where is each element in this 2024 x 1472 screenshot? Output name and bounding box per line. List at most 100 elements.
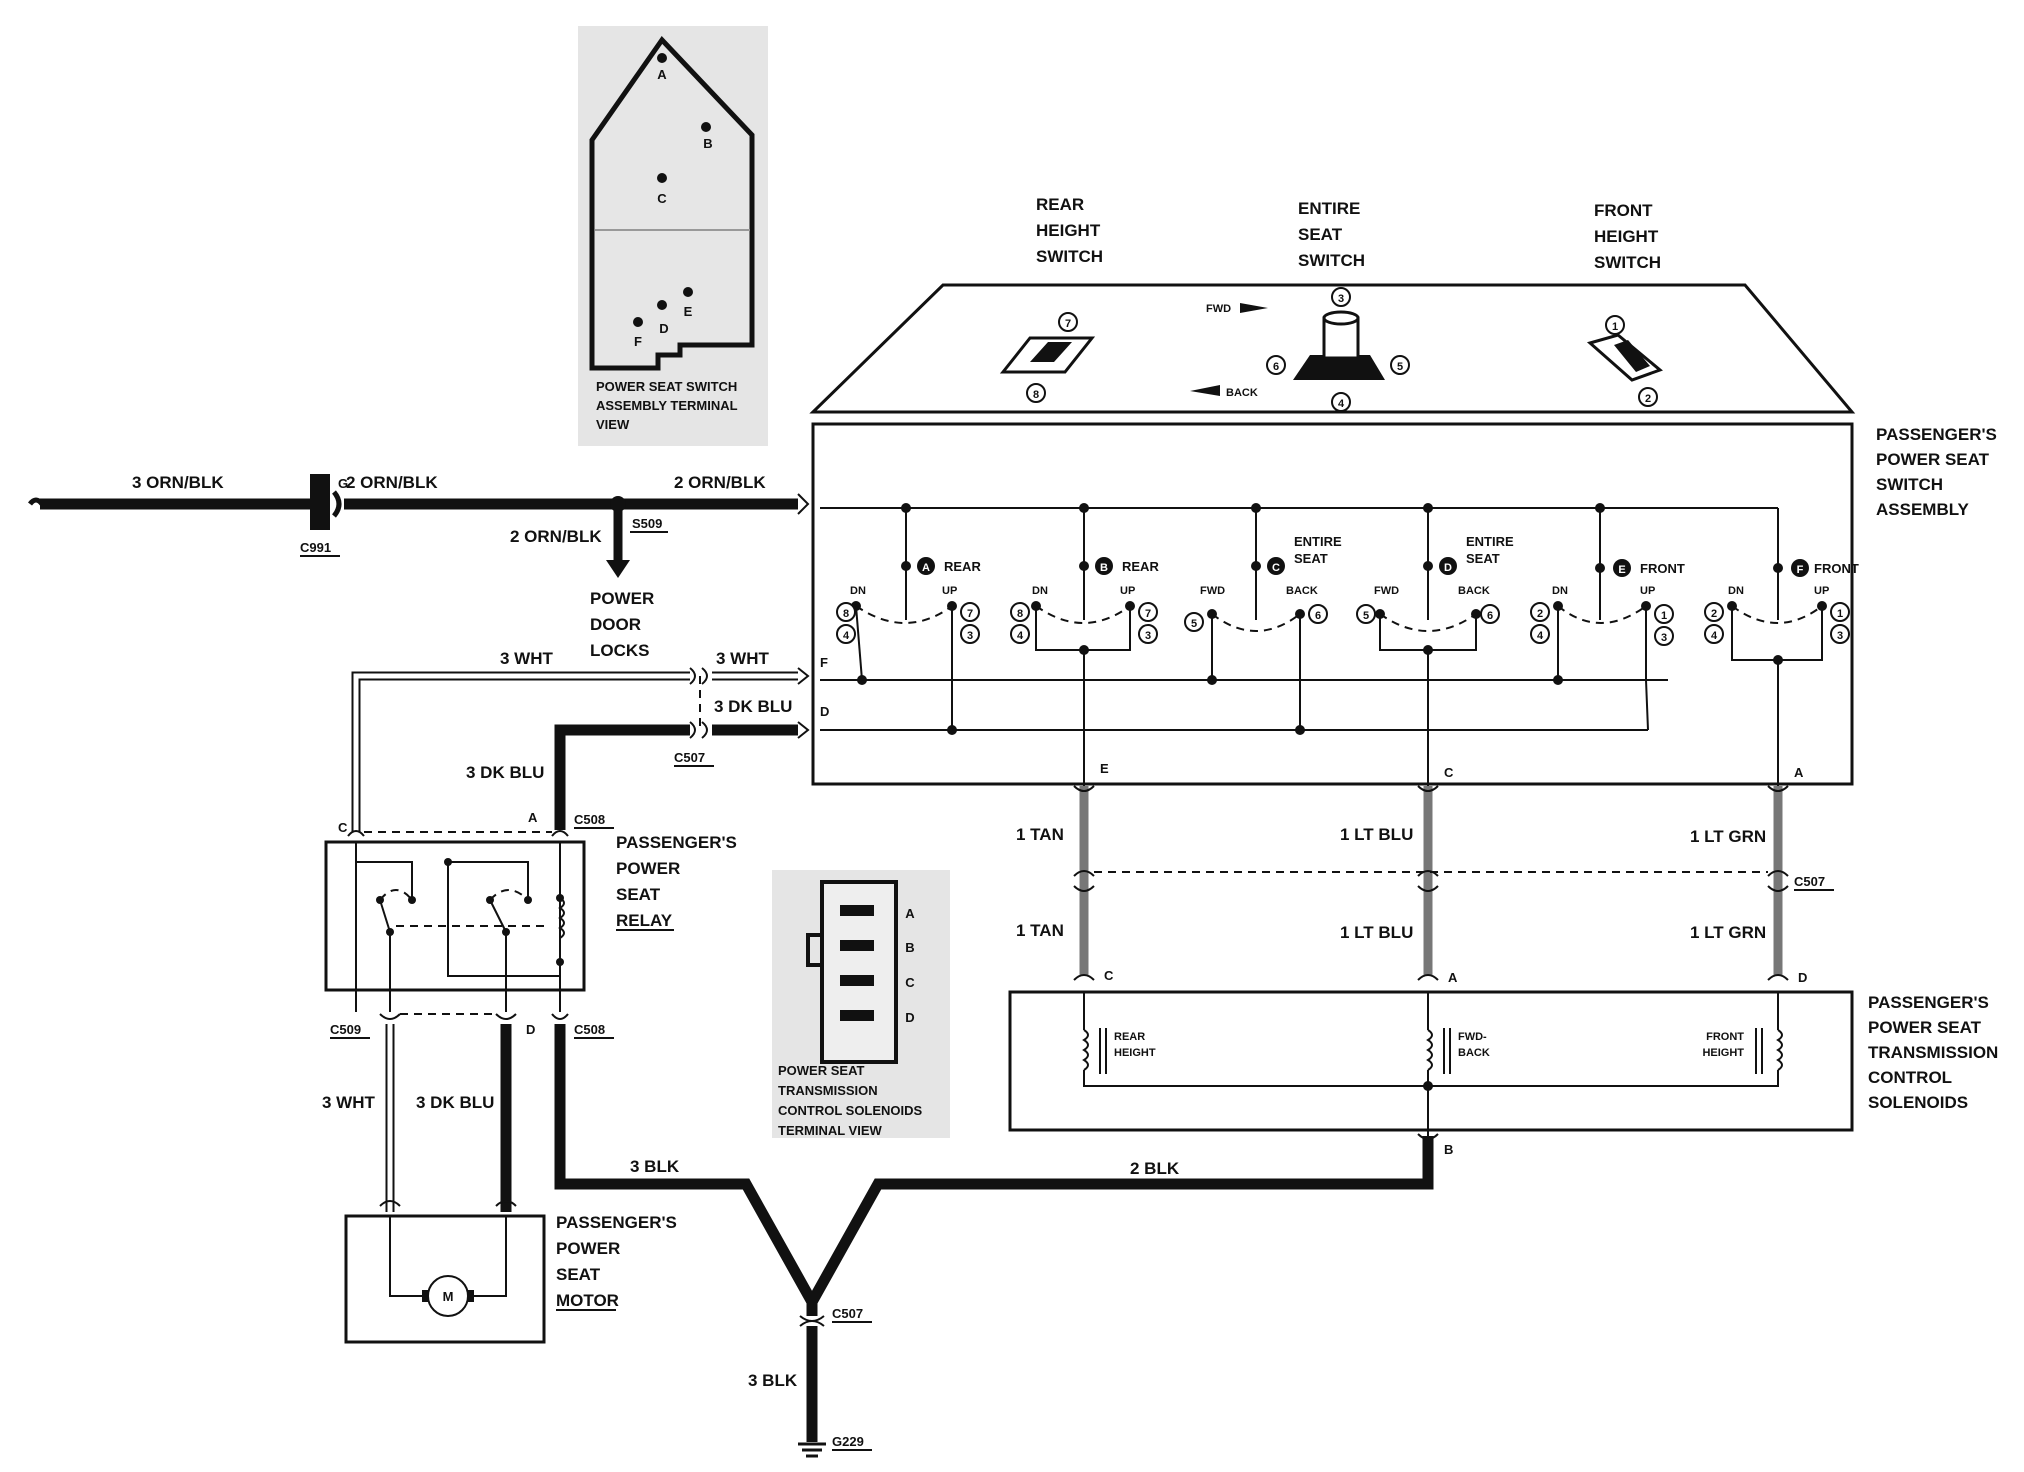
contact-c-num-2: 6 (1315, 610, 1321, 622)
wire-3-blk-label-2: 3 BLK (748, 1371, 798, 1390)
entire-seat-switch-label-3: SWITCH (1298, 251, 1365, 270)
contact-e-name: FRONT (1640, 561, 1685, 576)
wire-3-wht-label-3: 3 WHT (322, 1093, 376, 1112)
back-arrow-label: BACK (1226, 387, 1258, 399)
c507-label-top: C507 (674, 750, 705, 765)
contact-d-letter: D (1444, 562, 1452, 574)
power-door-locks-arrow (606, 560, 630, 578)
pin-e-out: E (1100, 761, 1109, 776)
motor-symbol-letter: M (443, 1289, 454, 1304)
switch-terminal-view: A B C E D F POWER SEAT SWITCH ASSEMBLY T… (578, 26, 768, 446)
switch-terminal-caption-3: VIEW (596, 417, 630, 432)
switch-terminal-caption-2: ASSEMBLY TERMINAL (596, 398, 738, 413)
wire-3-blk-label-1: 3 BLK (630, 1157, 680, 1176)
wire-2-orn-blk-label-2: 2 ORN/BLK (674, 473, 766, 492)
wire-2-orn-blk-label-1: 2 ORN/BLK (346, 473, 438, 492)
pin-c-out: C (1444, 765, 1454, 780)
contact-f-dn: DN (1728, 585, 1744, 597)
solenoids-label-4: CONTROL (1868, 1068, 1952, 1087)
contact-e: E FRONT DN UP 2 4 1 3 (1530, 503, 1685, 731)
switch-terminal-caption-1: POWER SEAT SWITCH (596, 379, 737, 394)
contact-c-name-1: ENTIRE (1294, 534, 1342, 549)
wire-1-ltblu-label-2: 1 LT BLU (1340, 923, 1413, 942)
entire-seat-switch-label-1: ENTIRE (1298, 199, 1360, 218)
contact-c-fwd: FWD (1200, 585, 1225, 597)
pin-b-label: B (703, 136, 712, 151)
contact-e-dn: DN (1552, 585, 1568, 597)
front-height-switch-label-1: FRONT (1594, 201, 1653, 220)
sol-pin-c: C (1104, 968, 1114, 983)
contact-e-num-4: 3 (1661, 632, 1667, 644)
sol-pin-a: A (1448, 970, 1458, 985)
wire-1-tan-label-2: 1 TAN (1016, 921, 1064, 940)
wire-3-wht-label-2: 3 WHT (716, 649, 770, 668)
wire-3-wht-label-1: 3 WHT (500, 649, 554, 668)
front-height-sol-label-2: HEIGHT (1702, 1047, 1744, 1059)
contact-c-num-1: 5 (1191, 618, 1197, 630)
front-switch-num-2: 2 (1645, 393, 1651, 405)
front-height-sol-label-1: FRONT (1706, 1031, 1744, 1043)
pin-e-label: E (684, 304, 693, 319)
relay-pin-d: D (526, 1022, 535, 1037)
contact-d-num-2: 6 (1487, 610, 1493, 622)
contact-a-dn: DN (850, 585, 866, 597)
c507-label-bottom: C507 (832, 1306, 863, 1321)
front-height-solenoid-coil (1776, 1029, 1783, 1071)
wire-3-dkblu-label-2: 3 DK BLU (466, 763, 544, 782)
wire-2-orn-blk-label-3: 2 ORN/BLK (510, 527, 602, 546)
motor: M PASSENGER'S POWER SEAT MOTOR (344, 1213, 677, 1344)
contact-d-num-1: 5 (1363, 610, 1369, 622)
contact-b-name: REAR (1122, 559, 1159, 574)
wht-dkblu-runs: 3 WHT 3 WHT 3 DK BLU 3 DK BLU C507 (351, 649, 810, 832)
relay-label-4: RELAY (616, 911, 673, 930)
sol-terminal-caption-2: TRANSMISSION (778, 1083, 878, 1098)
switch-assembly-label-4: ASSEMBLY (1876, 500, 1970, 519)
entire-switch-num-3: 3 (1338, 293, 1344, 305)
sol-terminal-caption-4: TERMINAL VIEW (778, 1123, 882, 1138)
solenoids-label-3: TRANSMISSION (1868, 1043, 1998, 1062)
s509-label: S509 (632, 516, 662, 531)
rear-switch-num-7: 7 (1065, 318, 1071, 330)
contact-b-num-4: 3 (1145, 630, 1151, 642)
contact-c: C ENTIRE SEAT FWD BACK 5 6 (1184, 503, 1342, 735)
fwd-back-solenoid-coil (1426, 1029, 1433, 1071)
contact-f: F FRONT DN UP 2 4 1 3 (1704, 559, 1859, 770)
switch-assembly-label-1: PASSENGER'S (1876, 425, 1997, 444)
contact-d-back: BACK (1458, 585, 1490, 597)
rear-switch-num-8: 8 (1033, 389, 1039, 401)
contact-a-num-1: 8 (843, 608, 849, 620)
contact-a-name: REAR (944, 559, 981, 574)
wire-3-orn-blk-label: 3 ORN/BLK (132, 473, 224, 492)
contact-f-letter: F (1797, 564, 1804, 576)
rear-height-sol-label-2: HEIGHT (1114, 1047, 1156, 1059)
solenoids: REAR HEIGHT FWD- BACK FRONT HEIGHT B PAS… (1008, 990, 1998, 1157)
entire-switch-num-5: 5 (1397, 361, 1403, 373)
rear-height-sol-label-1: REAR (1114, 1031, 1145, 1043)
c991-label: C991 (300, 540, 331, 555)
motor-label-1: PASSENGER'S (556, 1213, 677, 1232)
contact-f-num-1: 2 (1711, 608, 1717, 620)
front-switch-num-1: 1 (1612, 321, 1618, 333)
wire-2-blk-label: 2 BLK (1130, 1159, 1180, 1178)
relay-pin-c: C (338, 820, 348, 835)
contact-c-name-2: SEAT (1294, 551, 1328, 566)
rear-height-switch-label-2: HEIGHT (1036, 221, 1101, 240)
pin-f-label: F (634, 334, 642, 349)
contact-b-num-2: 4 (1017, 630, 1024, 642)
pin-a-label: A (657, 67, 667, 82)
contact-c-letter: C (1272, 562, 1280, 574)
wire-3-dkblu-label-1: 3 DK BLU (714, 697, 792, 716)
contact-a-num-2: 4 (843, 630, 850, 642)
contact-e-num-3: 1 (1661, 610, 1667, 622)
rear-height-switch-label-1: REAR (1036, 195, 1084, 214)
contact-b-letter: B (1100, 562, 1108, 574)
entire-switch-num-4: 4 (1338, 398, 1345, 410)
power-door-locks-label-2: DOOR (590, 615, 641, 634)
c991-connector (310, 474, 330, 530)
relay-box (324, 840, 586, 992)
contact-b: B REAR DN UP 8 4 7 3 (1010, 503, 1159, 770)
motor-box (344, 1214, 546, 1344)
pin-d-in: D (820, 704, 829, 719)
wire-3-dkblu-label-3: 3 DK BLU (416, 1093, 494, 1112)
